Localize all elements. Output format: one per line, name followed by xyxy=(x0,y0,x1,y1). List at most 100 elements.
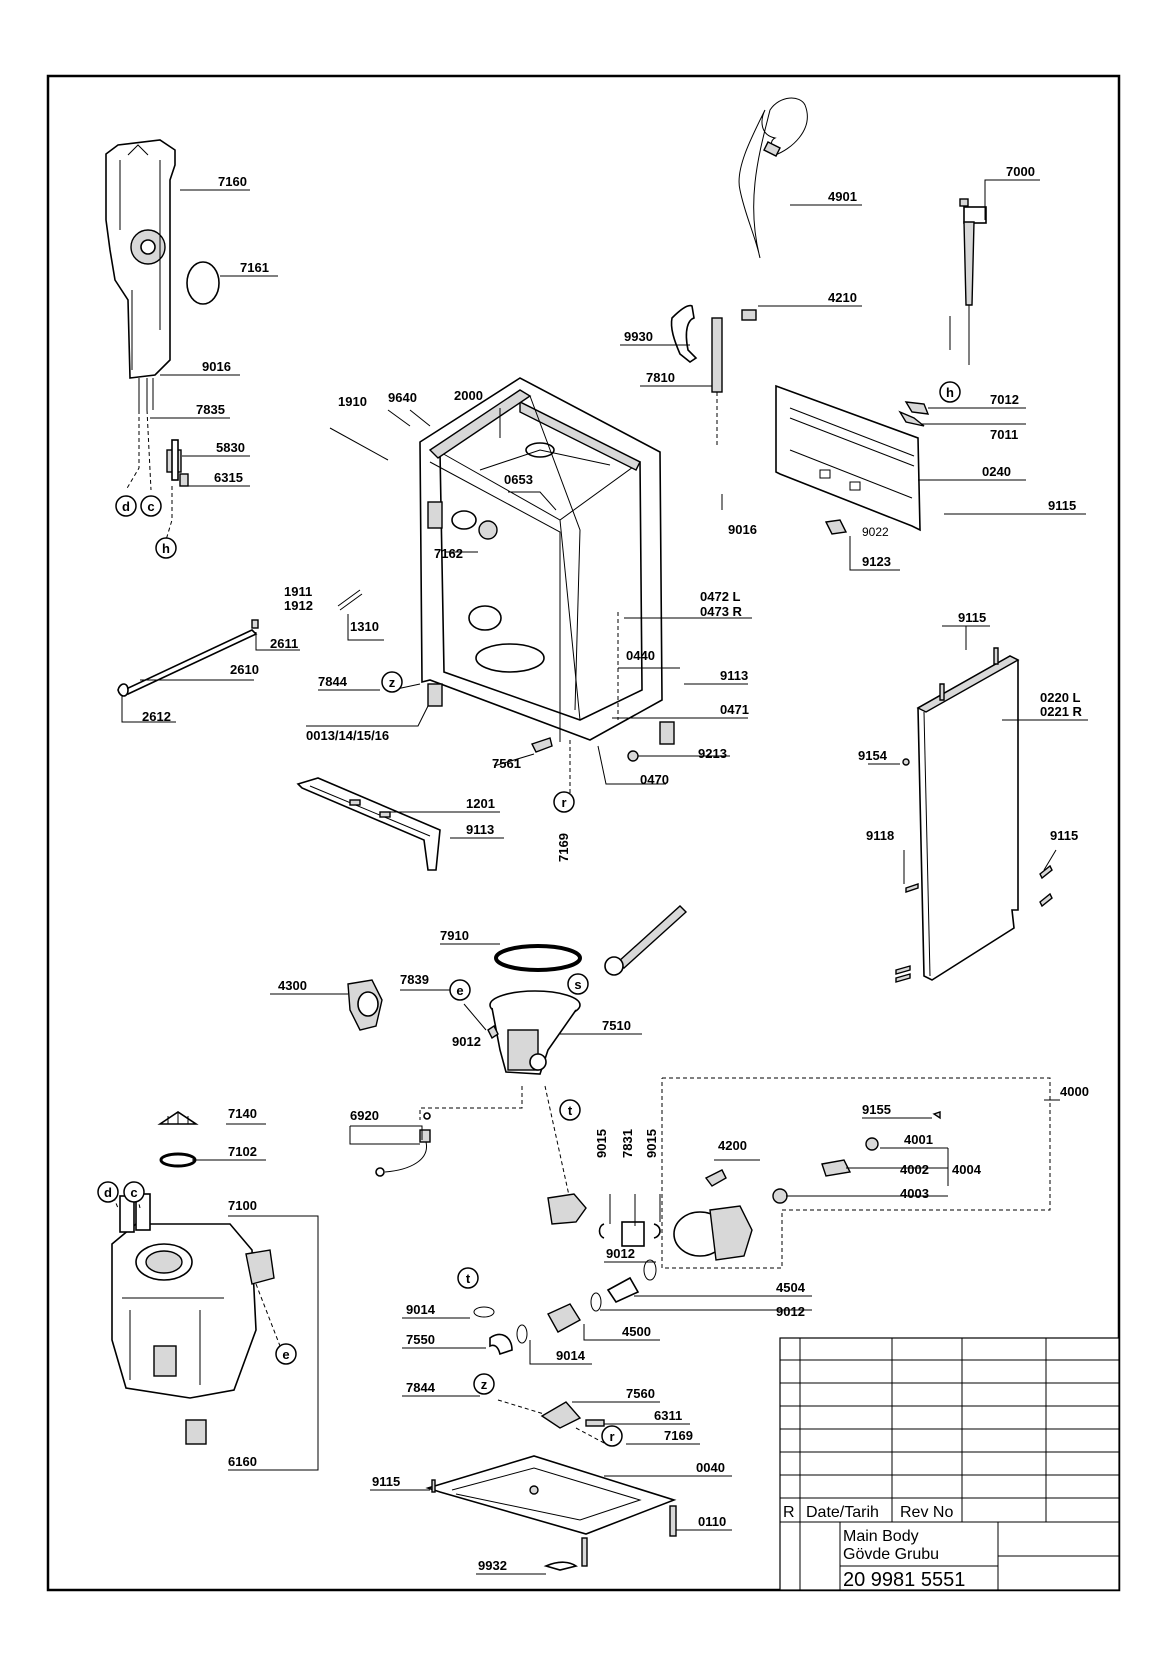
label-9154: 9154 xyxy=(858,748,888,763)
tb-drawing-no: 20 9981 5551 xyxy=(843,1569,965,1591)
part-7100-housing xyxy=(111,1193,275,1445)
label-4300: 4300 xyxy=(278,978,307,993)
label-7102: 7102 xyxy=(228,1144,257,1159)
label-0471: 0471 xyxy=(720,702,749,717)
label-4500: 4500 xyxy=(622,1324,651,1339)
callout-r-bottom: r xyxy=(609,1429,614,1444)
label-9014-a: 9014 xyxy=(406,1302,436,1317)
part-4504-hose xyxy=(606,1259,657,1304)
part-4001 xyxy=(865,1137,879,1151)
part-2610-rod xyxy=(117,619,259,697)
label-4200: 4200 xyxy=(718,1138,747,1153)
label-7561: 7561 xyxy=(492,756,521,771)
label-9016-b: 9016 xyxy=(728,522,757,537)
part-1910-strip xyxy=(329,427,389,461)
part-4300-pump xyxy=(347,979,383,1031)
part-9155-screw xyxy=(932,1111,941,1120)
label-4000: 4000 xyxy=(1060,1084,1089,1099)
callout-h-left: h xyxy=(162,541,170,556)
callout-r-top: r xyxy=(561,795,566,810)
callout-d-bottom: d xyxy=(104,1185,112,1200)
label-9115-b: 9115 xyxy=(958,610,986,625)
part-9213 xyxy=(627,750,639,762)
tb-rev: Rev No xyxy=(900,1504,953,1521)
label-7169-b: 7169 xyxy=(664,1428,693,1443)
label-4004: 4004 xyxy=(952,1162,982,1177)
part-9014-clamp-b xyxy=(516,1324,528,1344)
label-9022: 9022 xyxy=(862,525,889,539)
label-9155: 9155 xyxy=(862,1102,891,1117)
label-9012-a: 9012 xyxy=(452,1034,481,1049)
callout-c-top: c xyxy=(147,499,154,514)
label-0472-l: 0472 L xyxy=(700,589,741,604)
callout-c-bottom: c xyxy=(130,1185,137,1200)
label-7844-b: 7844 xyxy=(406,1380,436,1395)
label-0110: 0110 xyxy=(698,1514,726,1529)
label-7000: 7000 xyxy=(1006,164,1035,179)
part-7000-hose xyxy=(959,198,987,365)
label-7100: 7100 xyxy=(228,1198,257,1213)
callout-s: s xyxy=(574,977,581,992)
part-7140-impeller xyxy=(157,1111,199,1125)
label-9016-a: 9016 xyxy=(202,359,231,374)
screws-9115-right xyxy=(895,647,1053,983)
part-4500-heater-pipe xyxy=(547,1292,602,1333)
label-9115-d: 9115 xyxy=(372,1474,400,1489)
part-4003 xyxy=(772,1188,788,1204)
part-9115-screw-bottom xyxy=(431,1479,436,1493)
label-4901: 4901 xyxy=(828,189,857,204)
label-9012-c: 9012 xyxy=(776,1304,805,1319)
callout-t-bottom: t xyxy=(466,1271,471,1286)
callout-z-top: z xyxy=(389,675,396,690)
label-9113-a: 9113 xyxy=(720,668,748,683)
label-9014-b: 9014 xyxy=(556,1348,586,1363)
part-5830-valve xyxy=(166,439,189,487)
label-1910: 1910 xyxy=(338,394,367,409)
label-9113-b: 9113 xyxy=(466,822,494,837)
part-7510-sump xyxy=(489,990,581,1075)
tb-name-en: Main Body xyxy=(843,1528,919,1545)
part-6920-sensor xyxy=(375,1112,431,1177)
label-9118: 9118 xyxy=(866,828,894,843)
callout-circles xyxy=(97,381,961,1447)
callout-e-mid: e xyxy=(456,983,463,998)
label-7160: 7160 xyxy=(218,174,247,189)
label-9115-c: 9115 xyxy=(1050,828,1078,843)
part-7560-float xyxy=(540,1401,582,1429)
label-2612: 2612 xyxy=(142,709,171,724)
drawing-frame xyxy=(46,74,1121,1592)
label-7162: 7162 xyxy=(434,546,463,561)
label-6311: 6311 xyxy=(654,1408,682,1423)
label-7839: 7839 xyxy=(400,972,429,987)
label-7550: 7550 xyxy=(406,1332,435,1347)
tb-date: Date/Tarih xyxy=(806,1504,879,1521)
label-9930: 9930 xyxy=(624,329,653,344)
part-9012-screw xyxy=(487,1024,499,1040)
part-0240-panel xyxy=(775,384,921,532)
label-0040: 0040 xyxy=(696,1460,725,1475)
part-4210 xyxy=(741,309,757,321)
label-7161: 7161 xyxy=(240,260,269,275)
label-7510: 7510 xyxy=(602,1018,631,1033)
tank-hoses xyxy=(125,378,173,541)
label-7910: 7910 xyxy=(440,928,469,943)
title-block: R Date/Tarih Rev No Main Body Gövde Grub… xyxy=(779,1337,1120,1591)
label-4504: 4504 xyxy=(776,1280,806,1295)
part-9022-bracket xyxy=(824,519,848,535)
callout-d-top: d xyxy=(122,499,130,514)
label-7835: 7835 xyxy=(196,402,225,417)
label-0220-l: 0220 L xyxy=(1040,690,1081,705)
label-7169-a: 7169 xyxy=(556,833,571,862)
part-9014-clamp-a xyxy=(473,1306,495,1318)
part-0220-side-panel xyxy=(916,655,1020,981)
part-7102-ring xyxy=(159,1152,197,1168)
label-6315: 6315 xyxy=(214,470,243,485)
callout-letters: d c h h z r e s t d c e t z r xyxy=(104,385,954,1444)
part-0013-feet xyxy=(427,683,675,745)
housing-dashed-links xyxy=(107,1183,281,1347)
label-9012-b: 9012 xyxy=(606,1246,635,1261)
label-7012: 7012 xyxy=(990,392,1019,407)
label-9213: 9213 xyxy=(698,746,727,761)
part-9930-bracket xyxy=(670,304,698,363)
